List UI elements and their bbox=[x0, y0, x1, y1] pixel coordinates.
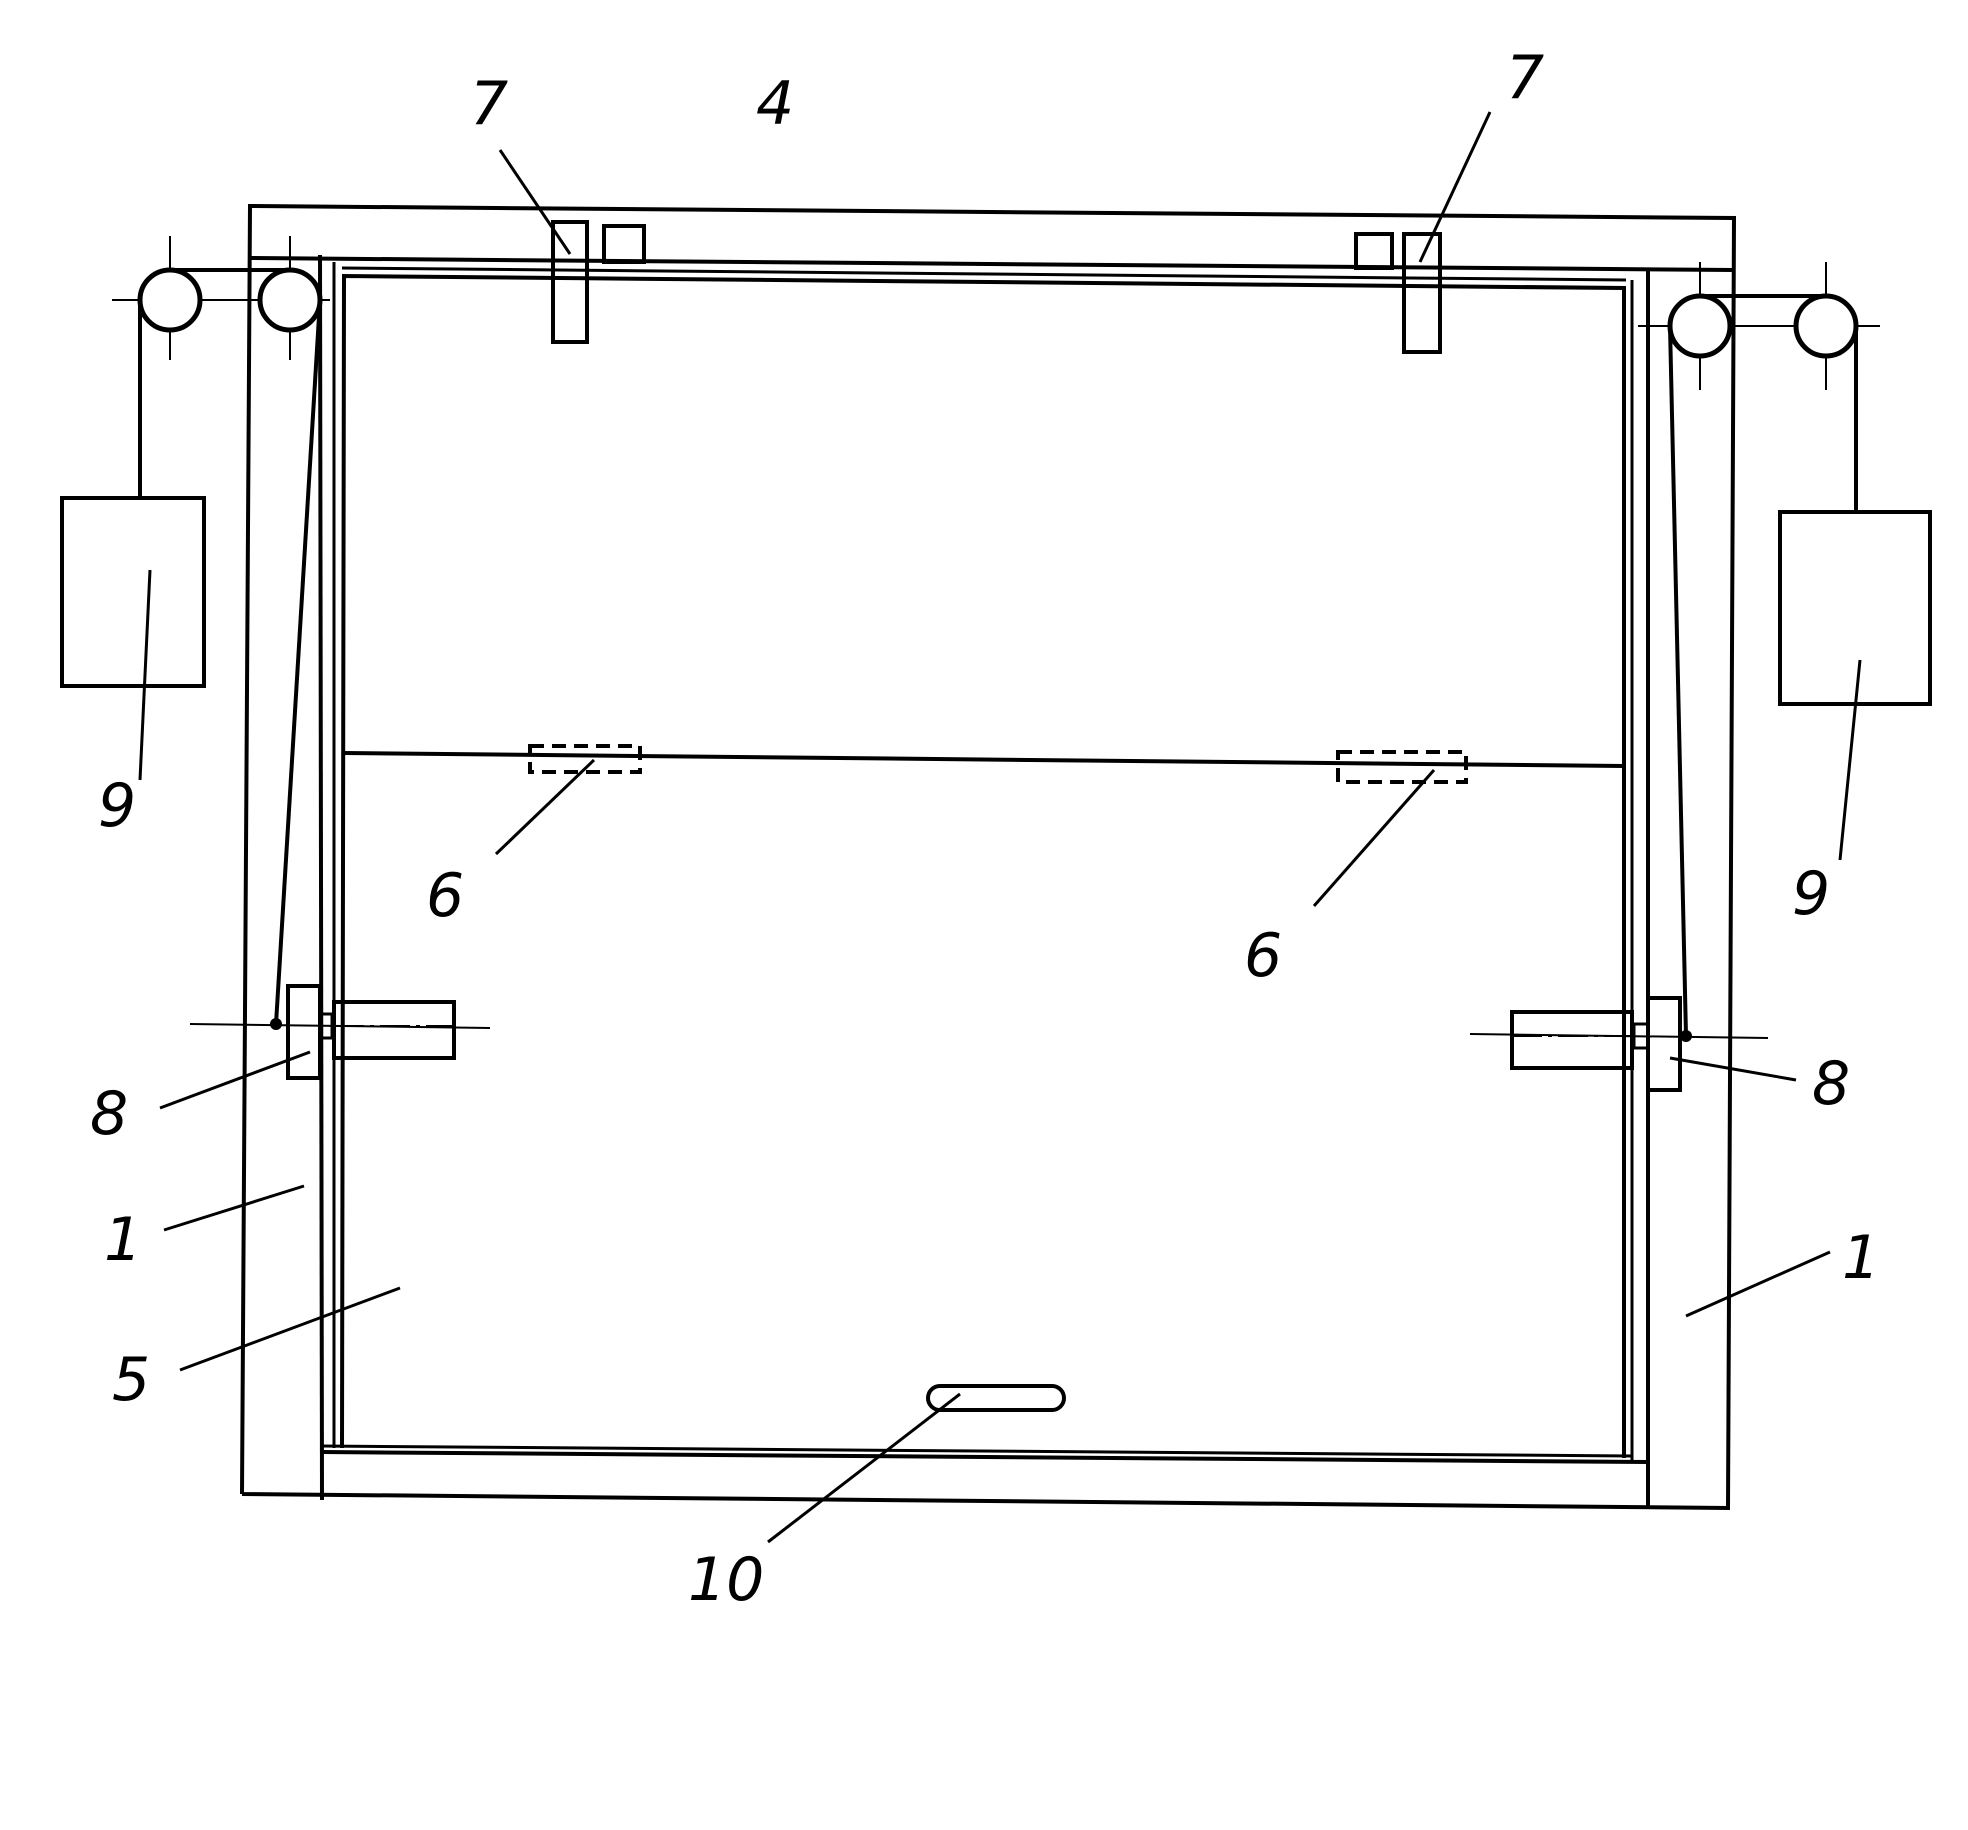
label-frame-right: 1 bbox=[1842, 1223, 1880, 1293]
label-frame-left: 1 bbox=[104, 1205, 142, 1275]
label-counterweight-left: 9 bbox=[98, 771, 136, 841]
label-roller-left: 7 bbox=[470, 69, 508, 139]
label-hinge-right: 6 bbox=[1244, 921, 1282, 991]
door-panels bbox=[340, 266, 1627, 1458]
right-pulley-system bbox=[1638, 262, 1880, 1037]
label-upper-panel: 4 bbox=[756, 69, 794, 139]
reference-labels: 7 4 7 9 9 6 6 8 8 1 1 5 10 bbox=[90, 43, 1880, 1615]
rollers bbox=[551, 220, 1442, 354]
label-handle: 10 bbox=[688, 1545, 764, 1615]
label-hinge-left: 6 bbox=[426, 861, 464, 931]
leader-lines bbox=[138, 111, 1862, 1544]
left-pulley-system bbox=[112, 236, 330, 1025]
label-bracket-left: 8 bbox=[90, 1079, 128, 1149]
label-lower-panel: 5 bbox=[112, 1345, 150, 1415]
label-counterweight-right: 9 bbox=[1792, 859, 1830, 929]
label-bracket-right: 8 bbox=[1812, 1049, 1850, 1119]
outer-frame bbox=[240, 203, 1737, 1511]
handle bbox=[926, 1384, 1066, 1412]
label-roller-right: 7 bbox=[1506, 43, 1544, 113]
pulley-brackets bbox=[189, 984, 1769, 1092]
hinges bbox=[528, 744, 1468, 784]
